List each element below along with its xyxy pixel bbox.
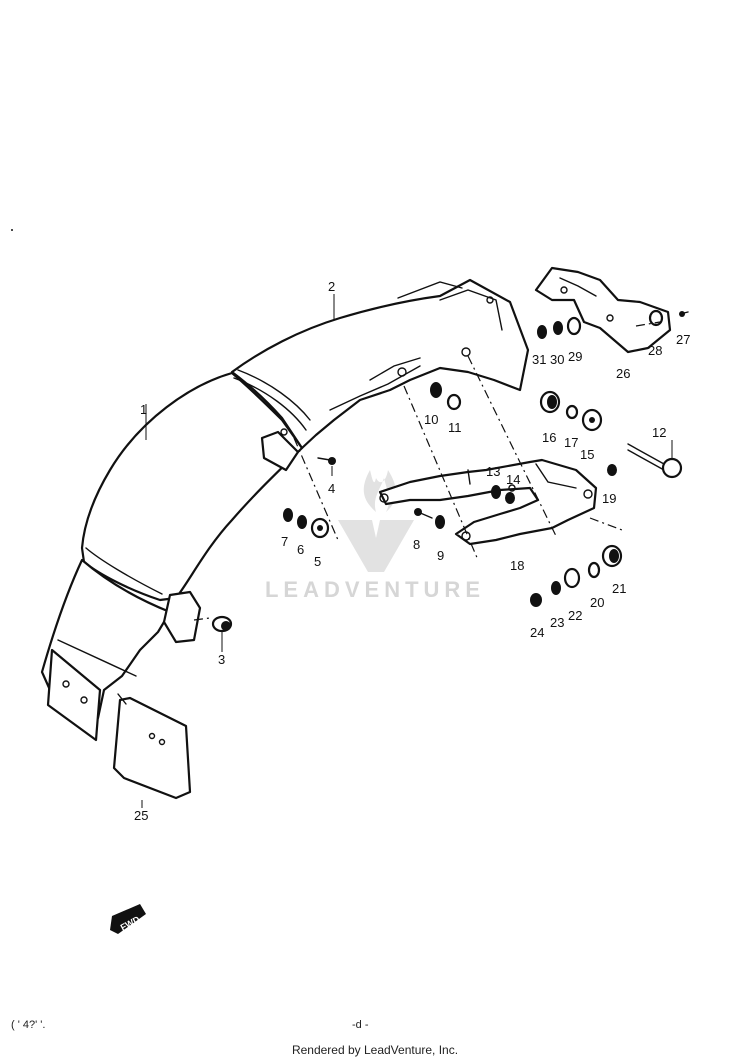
corner-code: ( ' 4?' '.: [11, 1019, 46, 1031]
callout-22: 22: [568, 608, 582, 623]
rear-bracket: [534, 266, 672, 354]
callout-10: 10: [424, 412, 438, 427]
callout-19: 19: [602, 491, 616, 506]
fwd-arrow: FWD: [110, 904, 146, 934]
callout-12: 12: [652, 425, 666, 440]
callout-15: 15: [580, 447, 594, 462]
mudflap: [112, 693, 192, 800]
callout-21: 21: [612, 581, 626, 596]
callout-20: 20: [590, 595, 604, 610]
hardware: [211, 309, 689, 633]
callout-3: 3: [218, 652, 225, 667]
callout-11: 11: [448, 420, 462, 435]
footer-credit: Rendered by LeadVenture, Inc.: [291, 1043, 459, 1057]
callout-30: 30: [550, 352, 564, 367]
stray-dot: [11, 229, 13, 231]
callout-29: 29: [568, 349, 582, 364]
callout-24: 24: [530, 625, 544, 640]
callout-1: 1: [140, 402, 147, 417]
rear-fender: [40, 371, 304, 742]
callout-5: 5: [314, 554, 321, 569]
callout-23: 23: [550, 615, 564, 630]
page-number: -d -: [352, 1019, 369, 1031]
frame-bracket: [378, 458, 598, 546]
callout-27: 27: [676, 332, 690, 347]
leader-lines: [141, 294, 673, 808]
callout-labels: 1 2 3 4 5 6 7 8 9 10 11 12 13 14 15 16 1…: [134, 279, 690, 823]
callout-25: 25: [134, 808, 148, 823]
callout-28: 28: [648, 343, 662, 358]
callout-4: 4: [328, 481, 335, 496]
callout-6: 6: [297, 542, 304, 557]
assembly-lines: [193, 321, 661, 621]
callout-13: 13: [486, 464, 500, 479]
callout-17: 17: [564, 435, 578, 450]
callout-7: 7: [281, 534, 288, 549]
callout-18: 18: [510, 558, 524, 573]
callout-16: 16: [542, 430, 556, 445]
callout-14: 14: [506, 472, 520, 487]
callout-2: 2: [328, 279, 335, 294]
watermark-logo: [338, 470, 414, 572]
callout-8: 8: [413, 537, 420, 552]
callout-26: 26: [616, 366, 630, 381]
callout-9: 9: [437, 548, 444, 563]
callout-31: 31: [532, 352, 546, 367]
upper-fender-section: [230, 278, 530, 450]
watermark-text: LEADVENTURE: [264, 577, 485, 602]
